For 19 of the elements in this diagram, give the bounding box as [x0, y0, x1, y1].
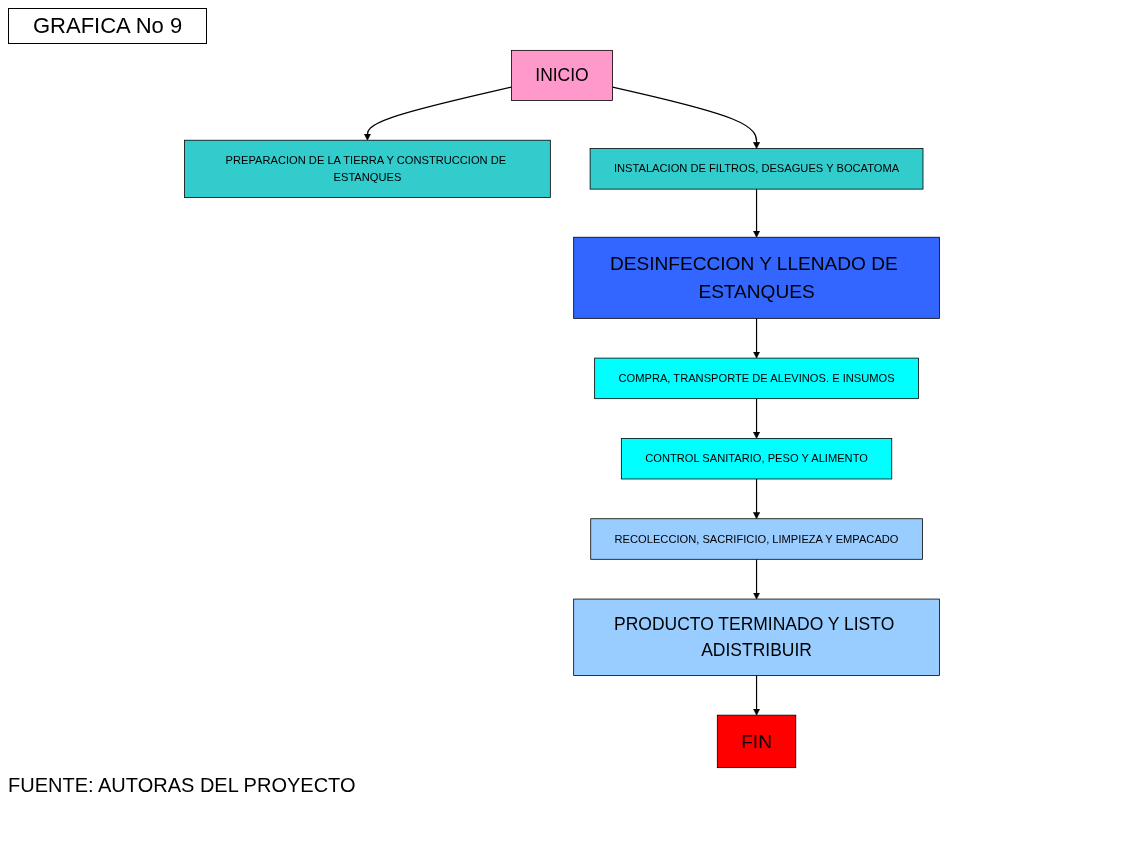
arrow: [611, 86, 760, 149]
arrow: [752, 188, 760, 238]
node-box: CONTROL SANITARIO, PESO Y ALIMENTO: [620, 438, 892, 480]
arrow: [752, 317, 760, 359]
arrow: [752, 674, 760, 716]
node-box: FIN: [716, 714, 796, 769]
node-box: PREPARACION DE LA TIERRA Y CONSTRUCCION DE ESTANQUES: [183, 139, 551, 198]
node-box: DESINFECCION Y LLENADO DE ESTANQUES: [572, 236, 940, 319]
node-box: RECOLECCION, SACRIFICIO, LIMPIEZA Y EMPACADO: [589, 518, 923, 560]
node-box: COMPRA, TRANSPORTE DE ALEVINOS. E INSUMOS: [593, 357, 919, 400]
arrow: [752, 558, 760, 600]
arrow: [752, 398, 760, 439]
source-caption: FUENTE: AUTORAS DEL PROYECTO: [8, 774, 357, 797]
node-box: INICIO: [510, 49, 613, 101]
arrow: [363, 86, 512, 141]
node-box: PRODUCTO TERMINADO Y LISTO ADISTRIBUIR: [572, 598, 940, 676]
arrow: [752, 478, 760, 520]
node-box: INSTALACION DE FILTROS, DESAGUES Y BOCATOMA: [589, 148, 923, 190]
figure-title: GRAFICA No 9: [8, 8, 208, 44]
